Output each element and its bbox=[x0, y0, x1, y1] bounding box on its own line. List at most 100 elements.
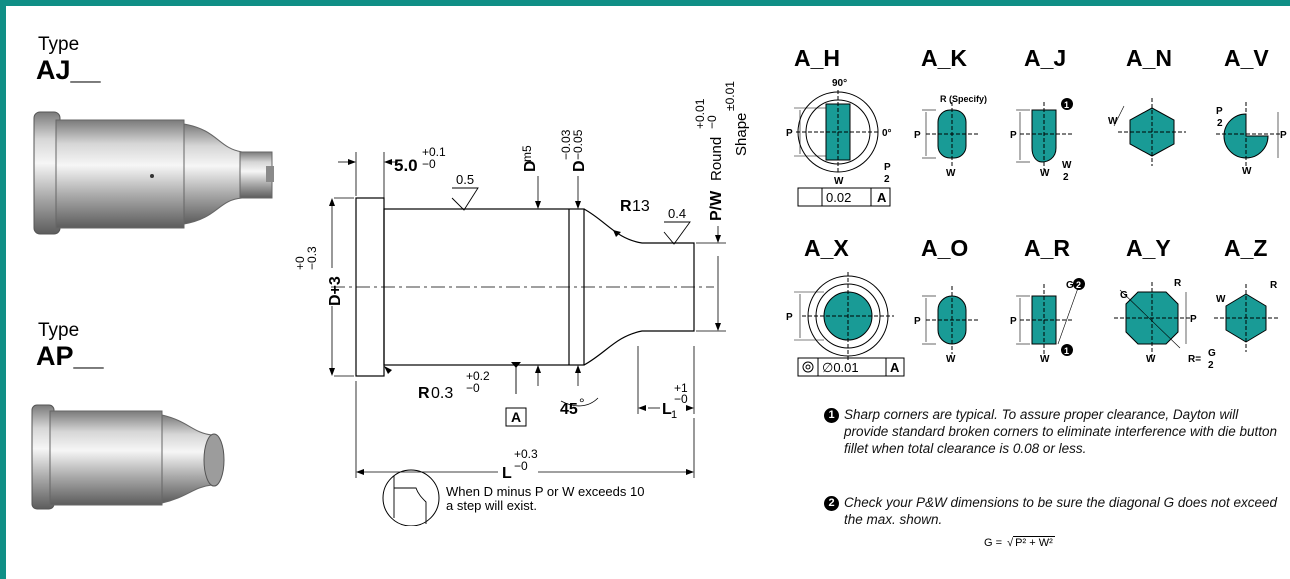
a-k-w: W bbox=[946, 168, 956, 179]
a-o-w: W bbox=[946, 354, 956, 365]
a-y-w: W bbox=[1146, 354, 1156, 365]
note-2-marker: 2 bbox=[824, 496, 839, 511]
pw-label: P/W bbox=[708, 190, 725, 221]
round-tol-upper: +0.01 bbox=[693, 98, 707, 129]
d-label: D bbox=[522, 160, 539, 172]
a-h-flatness: 0.02 bbox=[826, 190, 851, 205]
shape-a-j-title: A_J bbox=[1024, 45, 1066, 71]
angle-unit: ° bbox=[579, 395, 585, 411]
note-1-marker: 1 bbox=[824, 408, 839, 423]
a-h-90: 90° bbox=[832, 78, 847, 89]
a-z-w: W bbox=[1216, 294, 1226, 305]
a-v-p2: P bbox=[1216, 106, 1223, 117]
round-label: Round bbox=[708, 137, 725, 181]
a-j-w: W bbox=[1040, 168, 1050, 179]
a-x-concentric: ∅0.01 bbox=[822, 360, 859, 375]
shape-label: Shape bbox=[733, 113, 750, 156]
punch-drawing: 5.0 +0.1 −0 0.5 0.4 D m5 D −0.03 −0.05 P… bbox=[293, 81, 750, 526]
a-r-marker-1: 1 bbox=[1064, 346, 1069, 356]
punch-aj-photo bbox=[33, 111, 274, 235]
fillet-tol-upper: +0.2 bbox=[466, 369, 490, 383]
d-tol-upper: −0.03 bbox=[559, 129, 573, 160]
a-k-p: P bbox=[914, 130, 921, 141]
a-y-r-eq: R= bbox=[1188, 354, 1201, 365]
shape-catalog: A_H A_K A_J A_N A_V A_X A_O A_R A_Y A_Z bbox=[786, 45, 1287, 377]
a-h-p: P bbox=[786, 128, 793, 139]
shape-a-x-title: A_X bbox=[804, 235, 849, 261]
finish-mark-body: 0.5 bbox=[456, 172, 474, 187]
a-v-p: P bbox=[1280, 130, 1287, 141]
head-length-tol-upper: +0.1 bbox=[422, 145, 446, 159]
shape-a-h-title: A_H bbox=[794, 45, 840, 71]
l-tol-lower: −0 bbox=[514, 459, 528, 473]
a-h-p2: P bbox=[884, 162, 891, 173]
l1-tol-upper: +1 bbox=[674, 381, 688, 395]
a-y-g: G bbox=[1120, 290, 1128, 301]
finish-mark-point: 0.4 bbox=[668, 206, 686, 221]
d-fit: m5 bbox=[520, 145, 534, 162]
angle-value: 45 bbox=[560, 401, 578, 418]
radius-value: 13 bbox=[632, 198, 650, 215]
head-length-tol-lower: −0 bbox=[422, 157, 436, 171]
d-label-2: D bbox=[571, 160, 588, 172]
formula-rhs: P² + W² bbox=[1013, 536, 1055, 549]
shape-a-v-title: A_V bbox=[1224, 45, 1269, 71]
l1-tol-lower: −0 bbox=[674, 392, 688, 406]
a-y-p: P bbox=[1190, 314, 1197, 325]
a-j-p: P bbox=[1010, 130, 1017, 141]
a-y-g2: G bbox=[1208, 348, 1216, 359]
a-j-w2: W bbox=[1062, 160, 1072, 171]
shape-a-k-title: A_K bbox=[921, 45, 967, 71]
step-note-line-2: a step will exist. bbox=[446, 498, 537, 513]
shape-a-z-title: A_Z bbox=[1224, 235, 1267, 261]
a-h-0: 0° bbox=[882, 128, 892, 139]
l-label: L bbox=[502, 465, 512, 482]
punch-ap-photo bbox=[31, 404, 225, 510]
a-o-p: P bbox=[914, 316, 921, 327]
type-aj-label: Type bbox=[38, 34, 80, 55]
shape-tol: ±0.01 bbox=[723, 81, 737, 111]
a-z-r: R bbox=[1270, 280, 1278, 291]
diagonal-formula: G = √P² + W² bbox=[984, 536, 1055, 549]
shape-a-n-title: A_N bbox=[1126, 45, 1172, 71]
a-v-w: W bbox=[1242, 166, 1252, 177]
step-note-line-1: When D minus P or W exceeds 10 bbox=[446, 484, 644, 499]
a-x-p: P bbox=[786, 312, 793, 323]
note-2-text: Check your P&W dimensions to be sure the… bbox=[844, 495, 1277, 527]
a-j-2: 2 bbox=[1063, 172, 1069, 183]
fillet-value: 0.3 bbox=[431, 385, 453, 402]
d3-tol-lower: −0.3 bbox=[305, 246, 319, 270]
l-tol-upper: +0.3 bbox=[514, 447, 538, 461]
shape-a-o-title: A_O bbox=[921, 235, 968, 261]
head-length-value: 5.0 bbox=[394, 156, 418, 175]
a-y-r: R bbox=[1174, 278, 1182, 289]
a-r-g: G bbox=[1066, 280, 1074, 291]
formula-lhs: G = bbox=[984, 537, 1003, 549]
round-tol-lower: −0 bbox=[705, 115, 719, 129]
a-j-marker: 1 bbox=[1064, 100, 1069, 110]
a-r-p: P bbox=[1010, 316, 1017, 327]
d3-tol-upper: +0 bbox=[293, 256, 307, 270]
d3-label: D+3 bbox=[327, 276, 344, 306]
type-ap-code: AP__ bbox=[36, 341, 104, 371]
a-h-w: W bbox=[834, 176, 844, 187]
datum-a: A bbox=[511, 409, 521, 425]
a-h-datum: A bbox=[877, 190, 887, 205]
l1-sub: 1 bbox=[671, 409, 677, 421]
radius-r: R bbox=[620, 198, 632, 215]
l1-label: L bbox=[662, 401, 672, 418]
type-aj-code: AJ__ bbox=[36, 55, 101, 85]
a-r-marker-2: 2 bbox=[1076, 280, 1081, 290]
a-k-r-specify: R (Specify) bbox=[940, 94, 987, 104]
a-r-w: W bbox=[1040, 354, 1050, 365]
a-h-2: 2 bbox=[884, 174, 890, 185]
fillet-tol-lower: −0 bbox=[466, 381, 480, 395]
note-1-text: Sharp corners are typical. To assure pro… bbox=[844, 407, 1277, 456]
a-v-2: 2 bbox=[1217, 118, 1223, 129]
a-n-w: W bbox=[1108, 116, 1118, 127]
a-x-datum: A bbox=[890, 360, 900, 375]
fillet-r: R bbox=[418, 385, 430, 402]
d-tol-lower: −0.05 bbox=[571, 129, 585, 160]
a-y-2: 2 bbox=[1208, 360, 1214, 371]
